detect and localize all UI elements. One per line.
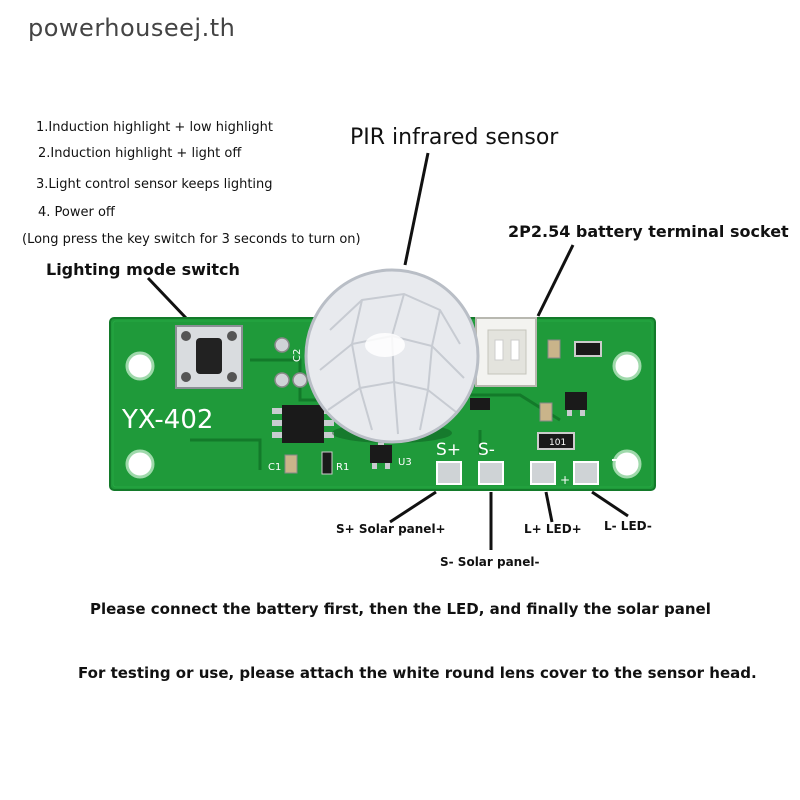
silk-c2: C2 (292, 349, 303, 362)
l-plus-leader-line (544, 491, 554, 523)
silk-u3: U3 (398, 457, 412, 468)
l-plus-label: L+ LED+ (524, 522, 582, 536)
pir-dome (304, 268, 480, 444)
pad-s-minus (478, 461, 504, 485)
smd-resistor-top (574, 341, 602, 357)
s-minus-label: S- Solar panel- (440, 555, 540, 569)
pad-c2-c (292, 372, 308, 388)
battery-socket-label: 2P2.54 battery terminal socket (508, 222, 789, 241)
silk-s-plus: S+ (436, 440, 461, 460)
switch-leader-line (146, 276, 188, 320)
silk-plus: + (560, 473, 570, 487)
s-plus-label: S+ Solar panel+ (336, 522, 446, 536)
ic-chip (272, 405, 334, 443)
smd-resistor-r1 (321, 451, 333, 475)
pad-c2-a (274, 337, 290, 353)
l-minus-label: L- LED- (604, 519, 652, 533)
smd-resistor-101 (537, 432, 575, 450)
smd-cap-a (547, 339, 561, 359)
silk-r1: R1 (336, 462, 349, 473)
pir-sensor-label: PIR infrared sensor (350, 125, 559, 150)
pad-c2-b (274, 372, 290, 388)
s-plus-leader-line (389, 490, 437, 524)
smd-cap-b (539, 402, 553, 422)
mode-note: (Long press the key switch for 3 seconds… (22, 232, 361, 247)
wiring-order-note: Please connect the battery first, then t… (90, 600, 711, 618)
pad-s-plus (436, 461, 462, 485)
mount-hole-br (612, 449, 642, 479)
lens-cover-note: For testing or use, please attach the wh… (78, 664, 757, 682)
watermark: powerhouseej.th (28, 14, 236, 42)
silk-model: YX-402 (121, 405, 213, 435)
smd-part-mid (470, 398, 490, 410)
pad-l-minus (573, 461, 599, 485)
l-minus-leader-line (591, 490, 629, 518)
mount-hole-tl (125, 351, 155, 381)
mount-hole-bl (125, 449, 155, 479)
transistor-right (565, 392, 587, 416)
battery-leader-line (536, 244, 575, 317)
mode-item-4: 4. Power off (38, 205, 115, 220)
mode-item-1: 1.Induction highlight + low highlight (36, 120, 273, 135)
tactile-switch (175, 325, 243, 389)
smd-cap-c1 (284, 454, 298, 474)
silk-c1: C1 (268, 462, 281, 473)
battery-socket (475, 317, 537, 387)
silk-minus-mark (612, 459, 621, 472)
mode-item-3: 3.Light control sensor keeps lighting (36, 177, 273, 192)
silk-101: 101 (549, 438, 566, 448)
pad-l-plus (530, 461, 556, 485)
mode-switch-label: Lighting mode switch (46, 260, 240, 279)
silk-s-minus: S- (478, 440, 495, 460)
mount-hole-tr (612, 351, 642, 381)
pir-leader-line (403, 152, 430, 266)
mode-item-2: 2.Induction highlight + light off (38, 146, 242, 161)
